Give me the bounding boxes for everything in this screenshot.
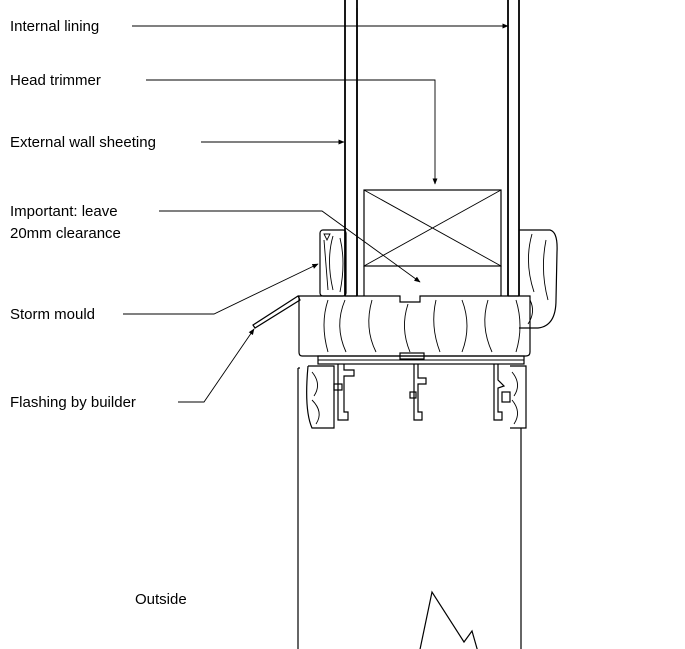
aluminium-frame-shape: [317, 352, 525, 421]
label-outside: Outside: [135, 591, 187, 608]
right-architrave-shape: [519, 229, 558, 329]
leader-lines: [123, 23, 509, 403]
head-jamb-shape: [298, 295, 531, 357]
wall-frame: [344, 0, 520, 297]
label-storm-mould: Storm mould: [10, 306, 95, 323]
storm-mould-shape: [319, 229, 347, 297]
wall-below-shape: [297, 367, 522, 649]
label-flashing: Flashing by builder: [10, 394, 136, 411]
label-internal-lining: Internal lining: [10, 18, 99, 35]
label-external-wall-sheeting: External wall sheeting: [10, 134, 156, 151]
label-important-line1: Important: leave: [10, 203, 118, 220]
label-important-line2: 20mm clearance: [10, 225, 121, 242]
head-trimmer-shape: [363, 189, 502, 296]
lower-reveals-shape: [306, 365, 527, 429]
label-head-trimmer: Head trimmer: [10, 72, 101, 89]
flashing-shape: [252, 295, 301, 329]
